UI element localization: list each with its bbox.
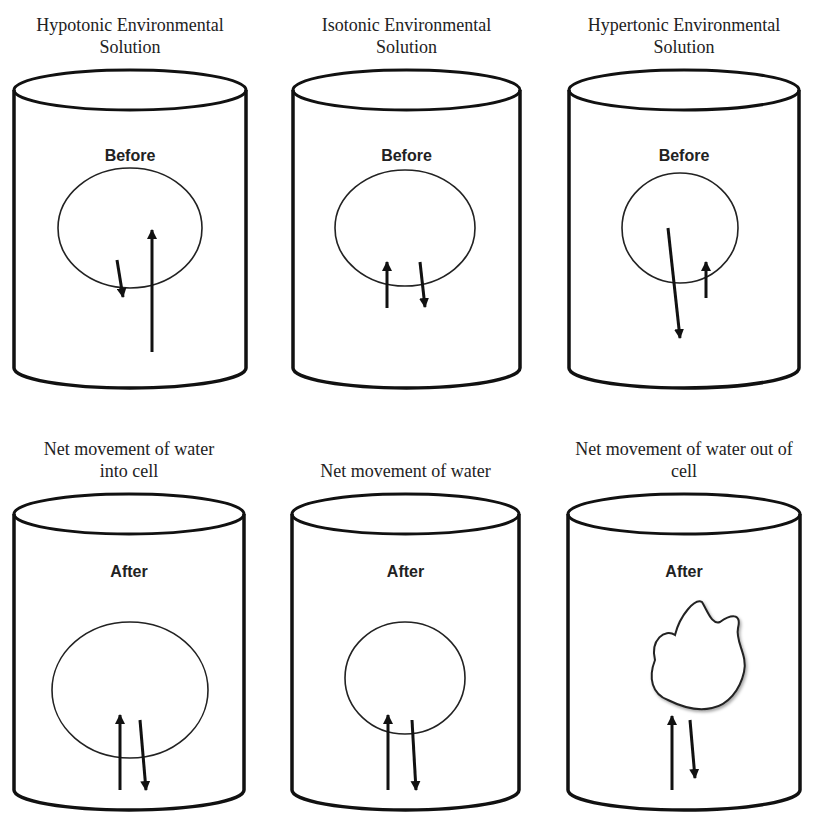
beaker-rim — [292, 494, 519, 534]
water-arrow — [386, 262, 389, 308]
solution-heading: Net movement of water into cell — [29, 438, 229, 482]
stage-label: After — [290, 562, 521, 582]
water-arrow — [387, 715, 390, 790]
solution-beaker: Net movement of water into cellAfter — [12, 492, 246, 812]
beaker-outline — [12, 492, 246, 812]
shrunken-cell — [652, 601, 745, 709]
solution-beaker: Hypotonic Environmental SolutionBefore — [12, 68, 248, 390]
cell — [622, 173, 738, 283]
solution-beaker: Net movement of water out of cellAfter — [566, 492, 802, 812]
water-arrow — [671, 716, 674, 790]
solution-heading: Hypertonic Environmental Solution — [584, 14, 784, 58]
solution-beaker: Isotonic Environmental SolutionBefore — [291, 68, 522, 390]
cell — [58, 168, 202, 288]
stage-label: Before — [12, 146, 248, 166]
stage-label: Before — [291, 146, 522, 166]
stage-label: After — [566, 562, 802, 582]
beaker-body — [568, 514, 800, 810]
beaker-outline — [567, 68, 801, 390]
water-arrow — [140, 720, 146, 790]
stage-label: Before — [567, 146, 801, 166]
solution-beaker: Net movement of waterAfter — [290, 492, 521, 812]
water-arrow — [705, 262, 708, 298]
water-arrow — [690, 720, 695, 778]
beaker-outline — [290, 492, 521, 812]
water-arrow — [668, 228, 680, 338]
beaker-rim — [14, 70, 246, 110]
beaker-outline — [291, 68, 522, 390]
water-arrow — [151, 230, 154, 352]
beaker-body — [14, 514, 244, 810]
swollen-cell — [52, 622, 208, 758]
beaker-body — [569, 90, 799, 388]
solution-heading: Hypotonic Environmental Solution — [30, 14, 230, 58]
beaker-outline — [12, 68, 248, 390]
beaker-outline — [566, 492, 802, 812]
solution-heading: Net movement of water — [301, 460, 511, 482]
water-arrow — [412, 720, 416, 790]
solution-heading: Isotonic Environmental Solution — [307, 14, 507, 58]
cell — [345, 622, 465, 734]
beaker-rim — [293, 70, 520, 110]
water-arrow — [119, 715, 122, 790]
beaker-body — [292, 514, 519, 810]
stage-label: After — [12, 562, 246, 582]
beaker-rim — [569, 70, 799, 110]
beaker-body — [293, 90, 520, 388]
solution-heading: Net movement of water out of cell — [564, 438, 804, 482]
water-arrow — [420, 262, 425, 307]
beaker-rim — [14, 494, 244, 534]
beaker-body — [14, 90, 246, 388]
beaker-rim — [568, 494, 800, 534]
cell — [335, 170, 475, 286]
solution-beaker: Hypertonic Environmental SolutionBefore — [567, 68, 801, 390]
water-arrow — [117, 260, 123, 297]
